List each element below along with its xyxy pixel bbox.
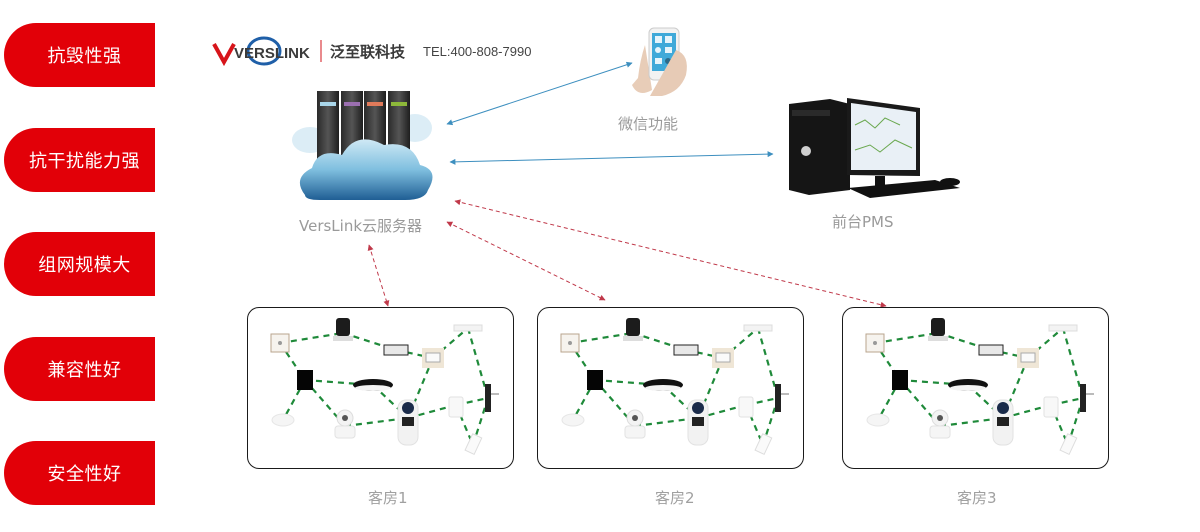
mesh-link xyxy=(1027,327,1064,359)
feature-tab-security[interactable]: 安全性好 xyxy=(4,441,155,505)
ir-remote-hub-icon xyxy=(948,379,988,391)
power-module-icon xyxy=(1017,348,1039,368)
ceiling-sensor-icon xyxy=(743,324,773,332)
room-3-panel[interactable] xyxy=(842,307,1109,469)
mesh-link xyxy=(466,327,490,399)
company-logo: VERSLINK 泛至联科技 TEL:400-808-7990 xyxy=(212,36,531,66)
feature-tab-label: 抗毁性强 xyxy=(47,46,122,67)
feature-tab-network-scale[interactable]: 组网规模大 xyxy=(4,232,155,296)
mesh-link xyxy=(756,327,780,399)
mesh-link xyxy=(432,327,469,359)
ceiling-sensor-icon xyxy=(453,324,483,332)
door-sensor-icon xyxy=(464,433,483,456)
water-valve-icon xyxy=(623,318,643,341)
feature-tab-destruction-resistance[interactable]: 抗毁性强 xyxy=(4,23,155,87)
smart-plug-icon xyxy=(448,396,464,418)
pms-label: 前台PMS xyxy=(832,213,894,231)
server-label: VersLink云服务器 xyxy=(299,217,423,235)
smart-plug-icon xyxy=(738,396,754,418)
feature-tab-anti-interference[interactable]: 抗干扰能力强 xyxy=(4,128,155,192)
mesh-link xyxy=(722,327,759,359)
mesh-link xyxy=(282,379,306,421)
mesh-link xyxy=(407,403,457,420)
ip-camera-icon xyxy=(624,409,646,439)
room-2-panel[interactable] xyxy=(537,307,804,469)
smartphone-icon xyxy=(632,27,687,96)
water-valve-icon xyxy=(333,318,353,341)
touch-panel-icon xyxy=(297,370,313,390)
room-device-mesh xyxy=(560,318,789,456)
link-server-pms xyxy=(449,151,774,165)
verslink-logo-icon: VERSLINK xyxy=(212,36,310,66)
room-1-panel[interactable] xyxy=(247,307,514,469)
room-2-label: 客房2 xyxy=(655,489,695,507)
touch-panel-icon xyxy=(587,370,603,390)
mesh-link xyxy=(372,384,409,419)
wall-switch-icon xyxy=(270,333,290,353)
room-3-label: 客房3 xyxy=(957,489,997,507)
smoke-detector-icon xyxy=(866,413,890,427)
mesh-link xyxy=(1061,327,1085,399)
ir-remote-hub-icon xyxy=(643,379,683,391)
wall-switch-icon xyxy=(865,333,885,353)
door-lock-icon xyxy=(1080,384,1094,412)
door-lock-icon xyxy=(775,384,789,412)
feature-tab-label: 兼容性好 xyxy=(47,360,122,381)
controller-module-icon xyxy=(673,344,699,356)
mesh-link xyxy=(572,379,596,421)
mesh-link xyxy=(662,384,699,419)
cloud-server-icon xyxy=(292,91,433,200)
ir-remote-hub-icon xyxy=(353,379,393,391)
wall-switch-icon xyxy=(560,333,580,353)
mesh-link xyxy=(877,379,901,421)
touch-panel-icon xyxy=(892,370,908,390)
mesh-link xyxy=(1002,403,1052,420)
desktop-computer-icon xyxy=(789,98,960,198)
smoke-detector-icon xyxy=(271,413,295,427)
link-server-room3 xyxy=(454,199,887,308)
smoke-detector-icon xyxy=(561,413,585,427)
service-robot-icon xyxy=(687,399,709,446)
wechat-label: 微信功能 xyxy=(618,115,679,133)
power-module-icon xyxy=(712,348,734,368)
link-server-room1 xyxy=(367,244,390,307)
door-sensor-icon xyxy=(754,433,773,456)
mesh-link xyxy=(967,384,1004,419)
feature-tab-label: 抗干扰能力强 xyxy=(29,151,140,172)
logo-divider xyxy=(320,40,322,62)
feature-tab-compatibility[interactable]: 兼容性好 xyxy=(4,337,155,401)
controller-module-icon xyxy=(383,344,409,356)
feature-tab-label: 组网规模大 xyxy=(38,255,131,276)
door-lock-icon xyxy=(485,384,499,412)
mesh-link xyxy=(1066,397,1085,446)
link-server-room2 xyxy=(446,221,606,301)
feature-tab-label: 安全性好 xyxy=(47,464,122,485)
ip-camera-icon xyxy=(929,409,951,439)
controller-module-icon xyxy=(978,344,1004,356)
ceiling-sensor-icon xyxy=(1048,324,1078,332)
smart-plug-icon xyxy=(1043,396,1059,418)
mesh-link xyxy=(471,397,490,446)
ip-camera-icon xyxy=(334,409,356,439)
service-robot-icon xyxy=(397,399,419,446)
logo-wordmark: VERSLINK xyxy=(234,45,310,62)
room-1-label: 客房1 xyxy=(368,489,408,507)
power-module-icon xyxy=(422,348,444,368)
phone-number: TEL:400-808-7990 xyxy=(423,43,532,59)
room-device-mesh xyxy=(270,318,499,456)
water-valve-icon xyxy=(928,318,948,341)
company-name: 泛至联科技 xyxy=(330,42,406,61)
mesh-link xyxy=(761,397,780,446)
door-sensor-icon xyxy=(1059,433,1078,456)
mesh-link xyxy=(697,403,747,420)
link-server-wechat xyxy=(446,61,633,126)
room-device-mesh xyxy=(865,318,1094,456)
service-robot-icon xyxy=(992,399,1014,446)
